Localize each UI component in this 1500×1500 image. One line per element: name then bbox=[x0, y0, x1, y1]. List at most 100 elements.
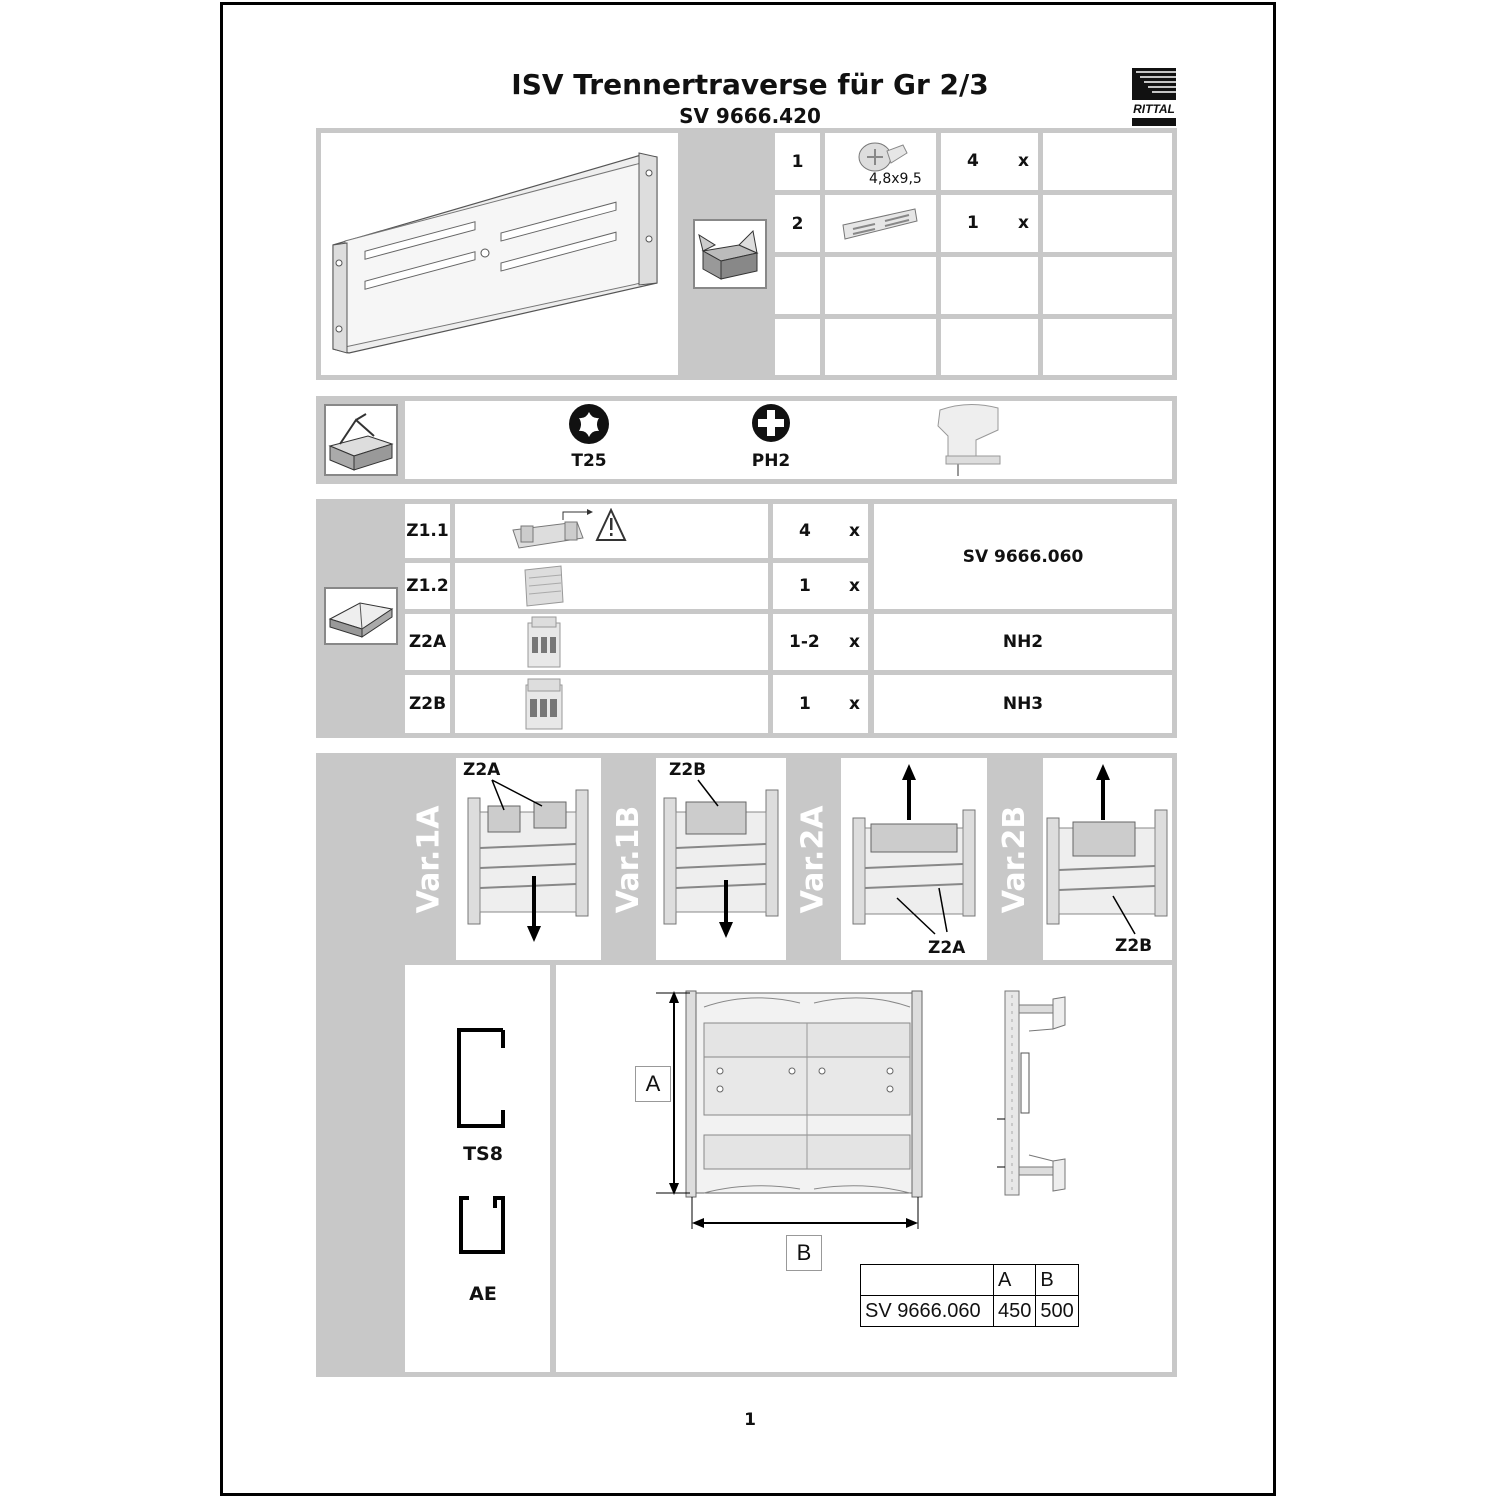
screw-size-label: 4,8x9,5 bbox=[869, 171, 922, 187]
dimension-table-header-empty bbox=[860, 1264, 994, 1296]
dimension-table-header: A B bbox=[860, 1264, 1079, 1296]
profile-cell bbox=[405, 965, 550, 1372]
page-frame bbox=[220, 2, 1276, 1496]
dimension-b-label: B bbox=[786, 1235, 822, 1271]
accessory-ref-nh3: NH3 bbox=[874, 675, 1172, 733]
part-2-qty-cell: 1 x bbox=[941, 195, 1038, 252]
profile-label-ts8: TS8 bbox=[463, 1143, 503, 1165]
jigsaw-icon bbox=[928, 400, 1008, 478]
phillips-icon bbox=[751, 403, 791, 443]
parts-empty-cell bbox=[825, 257, 936, 314]
box-icon bbox=[698, 229, 759, 280]
ts8-profile-icon bbox=[455, 1026, 507, 1130]
parts-empty-cell bbox=[1043, 319, 1172, 375]
accessory-z2b-times: x bbox=[849, 694, 860, 714]
parts-empty-cell bbox=[941, 257, 1038, 314]
profile-label-ae: AE bbox=[469, 1283, 497, 1305]
accessory-z1-2-qty: 1 bbox=[799, 576, 811, 596]
fuse-switch-nh2-icon bbox=[527, 616, 561, 668]
manual-icon bbox=[328, 602, 394, 638]
mounting-rail-icon bbox=[512, 508, 627, 549]
accessory-z1-2-qty-cell: 1 x bbox=[773, 563, 868, 609]
accessory-z2a-qty: 1-2 bbox=[789, 632, 820, 652]
accessory-z2b-image bbox=[455, 675, 768, 733]
accessory-code-z1-1: Z1.1 bbox=[405, 504, 450, 558]
accessory-z2a-qty-cell: 1-2 x bbox=[773, 614, 868, 670]
accessory-z1-1-qty-cell: 4 x bbox=[773, 504, 868, 558]
page-title: ISV Trennertraverse für Gr 2/3 bbox=[511, 68, 989, 101]
toolbox-icon-cell bbox=[324, 404, 398, 476]
package-icon-cell bbox=[693, 219, 767, 289]
parts-empty-cell bbox=[775, 257, 820, 314]
variant-2b-drawing bbox=[1046, 764, 1168, 935]
part-1-empty-cell bbox=[1043, 133, 1172, 190]
part-1-qty: 4 bbox=[967, 151, 979, 171]
accessory-code-z2a: Z2A bbox=[405, 614, 450, 670]
product-image-cell bbox=[321, 133, 678, 375]
variant-1b-tag: Z2B bbox=[669, 760, 707, 780]
part-1-number: 1 bbox=[775, 133, 820, 190]
variant-2b-tag: Z2B bbox=[1115, 936, 1153, 956]
part-2-empty-cell bbox=[1043, 195, 1172, 252]
accessory-z1-2-times: x bbox=[849, 576, 860, 596]
variant-2a-tag: Z2A bbox=[928, 938, 966, 958]
logo-text: RITTAL bbox=[1133, 102, 1175, 116]
part-1-times: x bbox=[1018, 151, 1029, 171]
part-1-image-cell: 4,8x9,5 bbox=[825, 133, 936, 190]
variant-2a-drawing bbox=[852, 764, 976, 935]
variant-2b-image: Z2B bbox=[1043, 758, 1172, 960]
torx-icon bbox=[568, 403, 610, 445]
tool-label-ph2: PH2 bbox=[751, 451, 791, 471]
parts-empty-cell bbox=[775, 319, 820, 375]
accessory-code-z2b: Z2B bbox=[405, 675, 450, 733]
dimension-table-header-a: A bbox=[992, 1264, 1037, 1296]
variant-2a-image: Z2A bbox=[841, 758, 987, 960]
accessory-z2a-image bbox=[455, 614, 768, 670]
table-row: SV 9666.060 450 500 bbox=[860, 1295, 1079, 1327]
variant-label-1a: Var.1A bbox=[411, 805, 447, 913]
accessory-z1-1-times: x bbox=[849, 521, 860, 541]
variant-1b-image: Z2B bbox=[656, 758, 786, 960]
dimension-table-article: SV 9666.060 bbox=[860, 1295, 994, 1327]
parts-empty-cell bbox=[1043, 257, 1172, 314]
tool-label-t25: T25 bbox=[571, 451, 607, 471]
dimension-table-header-b: B bbox=[1035, 1264, 1079, 1296]
page-subtitle: SV 9666.420 bbox=[679, 104, 821, 128]
manual-icon-cell bbox=[324, 587, 398, 645]
dimension-a-label: A bbox=[635, 1066, 671, 1102]
accessory-ref-nh2: NH2 bbox=[874, 614, 1172, 670]
tools-cell bbox=[405, 401, 1172, 479]
traverse-icon bbox=[842, 208, 918, 240]
rittal-logo: RITTAL bbox=[1130, 68, 1176, 128]
plate-icon bbox=[524, 565, 564, 607]
variant-1a-drawing bbox=[467, 779, 589, 942]
part-2-qty: 1 bbox=[967, 213, 979, 233]
product-drawing bbox=[332, 152, 658, 354]
dimension-table-value-a: 450 bbox=[992, 1295, 1037, 1327]
part-2-image-cell bbox=[825, 195, 936, 252]
page-number: 1 bbox=[744, 1410, 756, 1430]
accessory-ref-sv-9666-060: SV 9666.060 bbox=[874, 504, 1172, 609]
fuse-switch-nh3-icon bbox=[525, 678, 563, 730]
dimension-table-value-b: 500 bbox=[1035, 1295, 1079, 1327]
variant-label-2b: Var.2B bbox=[997, 805, 1033, 913]
variant-label-2a: Var.2A bbox=[795, 805, 831, 913]
dimension-drawing bbox=[650, 985, 930, 1235]
dimension-table: A B SV 9666.060 450 500 bbox=[860, 1264, 1079, 1327]
screw-icon bbox=[858, 142, 908, 172]
part-1-qty-cell: 4 x bbox=[941, 133, 1038, 190]
accessory-z1-1-image bbox=[455, 504, 768, 558]
variant-1b-drawing bbox=[663, 779, 779, 938]
variant-1a-tag: Z2A bbox=[463, 760, 501, 780]
part-2-number: 2 bbox=[775, 195, 820, 252]
accessory-z2a-times: x bbox=[849, 632, 860, 652]
accessory-z2b-qty-cell: 1 x bbox=[773, 675, 868, 733]
ae-profile-icon bbox=[457, 1194, 507, 1256]
part-2-times: x bbox=[1018, 213, 1029, 233]
parts-empty-cell bbox=[825, 319, 936, 375]
toolbox-icon bbox=[328, 413, 394, 471]
parts-empty-cell bbox=[941, 319, 1038, 375]
accessory-z2b-qty: 1 bbox=[799, 694, 811, 714]
variant-label-1b: Var.1B bbox=[611, 805, 647, 913]
variant-1a-image: Z2A bbox=[456, 758, 601, 960]
